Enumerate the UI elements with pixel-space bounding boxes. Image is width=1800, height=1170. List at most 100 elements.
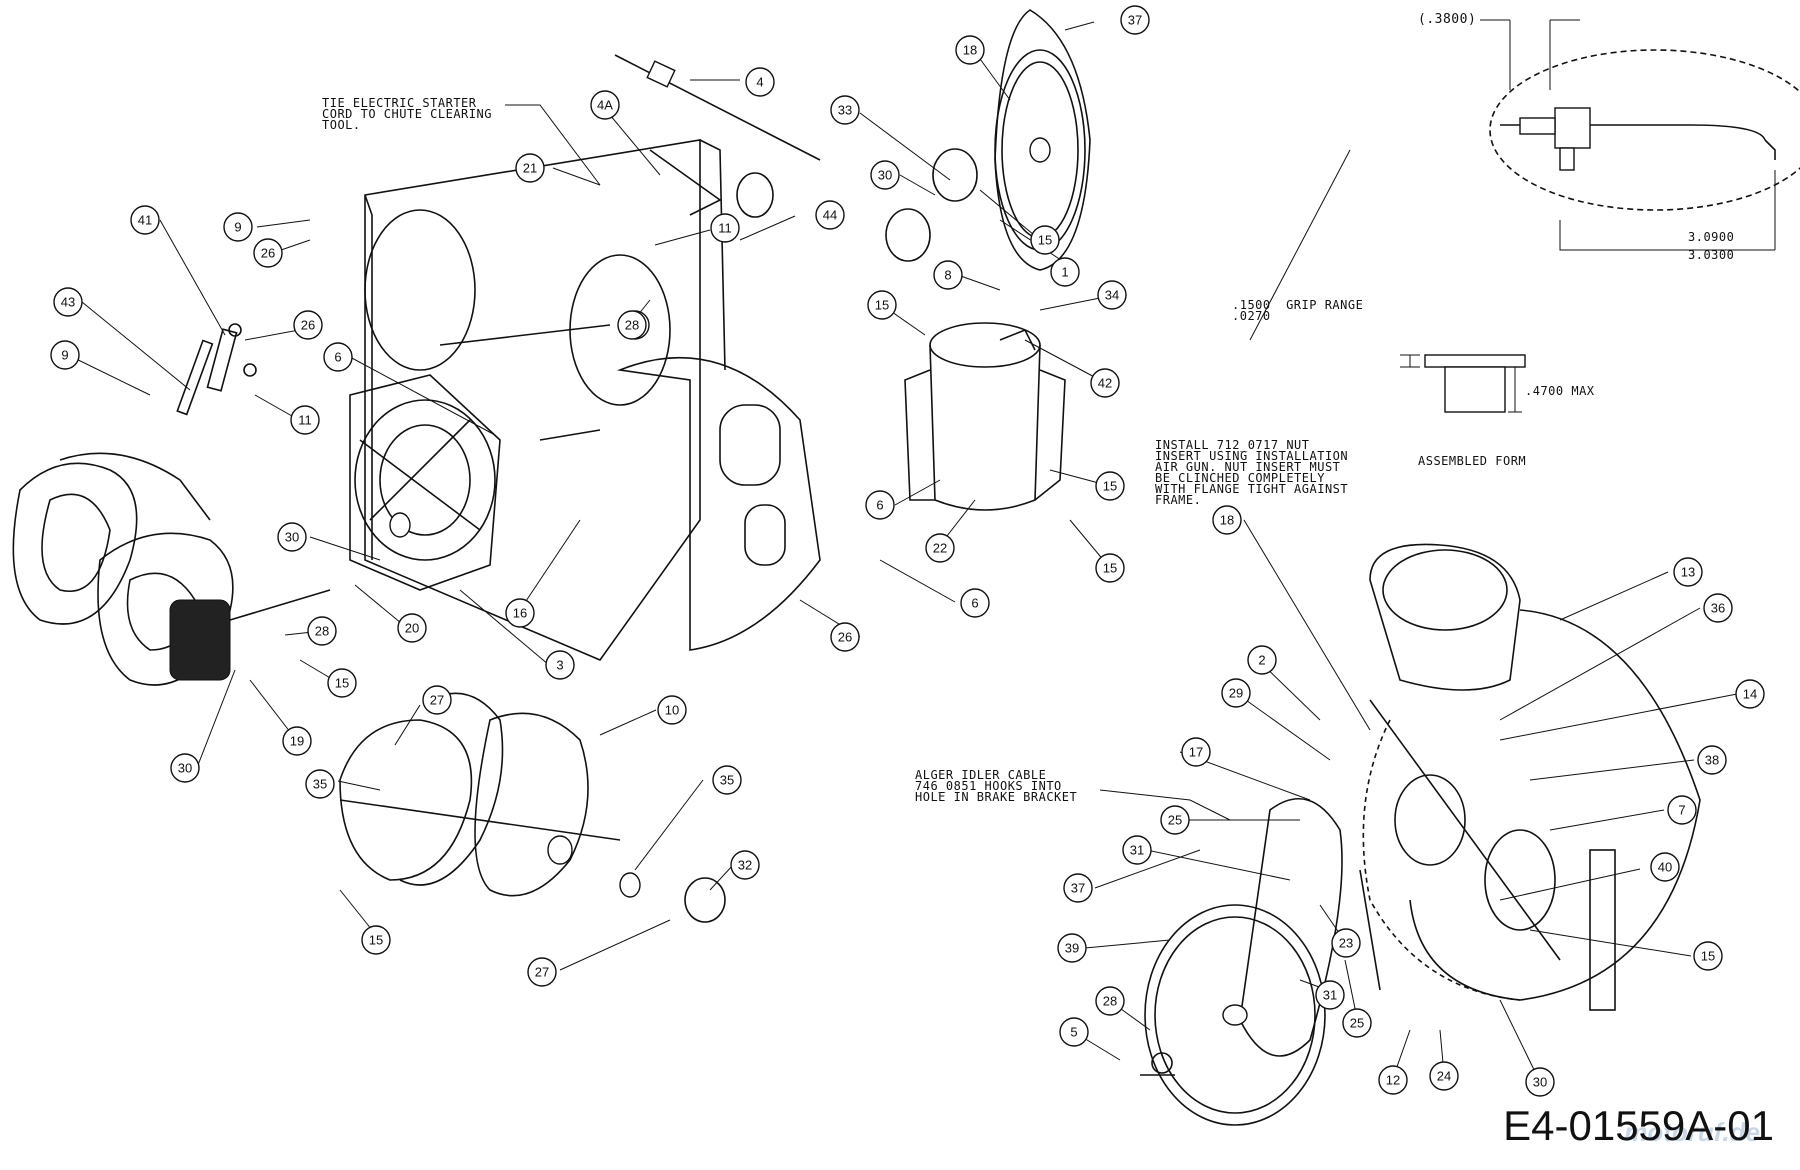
callout-2: 2 — [1247, 645, 1277, 675]
callout-30-auger: 30 — [170, 753, 200, 783]
callout-15-top-circle — [1030, 225, 1060, 255]
callout-4: 4 — [745, 67, 775, 97]
callout-13-label: 13 — [1681, 565, 1695, 580]
callout-25-bottom-circle — [1342, 1008, 1372, 1038]
callout-32-label: 32 — [738, 858, 752, 873]
callout-23-circle — [1331, 928, 1361, 958]
callout-23-label: 23 — [1339, 936, 1353, 951]
callout-12: 12 — [1378, 1065, 1408, 1095]
watermark: motoruf.de — [1624, 1117, 1760, 1147]
callout-17: 17 — [1181, 737, 1211, 767]
callout-30-top: 30 — [870, 160, 900, 190]
pulley-top — [885, 9, 1091, 271]
callout-30-auger-label: 30 — [178, 761, 192, 776]
callout-15-chute-right-circle — [1095, 471, 1125, 501]
callout-10: 10 — [657, 695, 687, 725]
callout-27-mid: 27 — [422, 685, 452, 715]
callout-7-circle — [1667, 795, 1697, 825]
callout-26-housing: 26 — [830, 622, 860, 652]
callout-20: 20 — [397, 613, 427, 643]
callout-29-label: 29 — [1229, 686, 1243, 701]
callout-44-circle — [815, 200, 845, 230]
callout-13: 13 — [1673, 557, 1703, 587]
callout-31-top-label: 31 — [1130, 843, 1144, 858]
callout-31-bottom-circle — [1315, 980, 1345, 1010]
callout-30-bottom-circle — [1525, 1067, 1555, 1097]
callout-12-label: 12 — [1386, 1073, 1400, 1088]
note-dim-top: (.3800) — [1418, 12, 1477, 27]
callout-18-top-label: 18 — [963, 43, 977, 58]
callout-18-top: 18 — [955, 35, 985, 65]
callout-26-housing-label: 26 — [838, 630, 852, 645]
callout-15-right-label: 15 — [1701, 949, 1715, 964]
callout-11-mid: 11 — [290, 405, 320, 435]
callout-11-top-circle — [710, 213, 740, 243]
callout-24-circle — [1429, 1061, 1459, 1091]
callout-26-top: 26 — [253, 238, 283, 268]
callout-38-label: 38 — [1705, 753, 1719, 768]
callout-6-chute: 6 — [865, 490, 895, 520]
callout-19-circle — [282, 726, 312, 756]
callout-20-label: 20 — [405, 621, 419, 636]
callout-15-right-circle — [1693, 941, 1723, 971]
callout-9-top-label: 9 — [234, 220, 241, 235]
callout-17-circle — [1181, 737, 1211, 767]
callout-28-bottom-circle — [1095, 986, 1125, 1016]
callout-15-bottom-left: 15 — [361, 925, 391, 955]
callout-25-top-circle — [1160, 805, 1190, 835]
callout-16-label: 16 — [513, 606, 527, 621]
callout-31-top: 31 — [1122, 835, 1152, 865]
callout-15-bottom-left-label: 15 — [369, 933, 383, 948]
callout-22: 22 — [925, 533, 955, 563]
callout-35-right-circle — [712, 765, 742, 795]
callout-5-label: 5 — [1070, 1025, 1077, 1040]
callout-18-top-circle — [955, 35, 985, 65]
auger-right — [339, 692, 726, 923]
callout-31-bottom-label: 31 — [1323, 988, 1337, 1003]
note-grip-range: .1500 GRIP RANGE .0270 — [1232, 298, 1364, 323]
callout-31-bottom: 31 — [1315, 980, 1345, 1010]
callout-26-top-circle — [253, 238, 283, 268]
callout-15-chute-circle — [867, 290, 897, 320]
callout-41: 41 — [130, 205, 160, 235]
callout-29-circle — [1221, 678, 1251, 708]
callout-1-label: 1 — [1061, 265, 1068, 280]
callout-44-label: 44 — [823, 208, 837, 223]
callout-34-circle — [1097, 280, 1127, 310]
callout-30-mid-label: 30 — [285, 530, 299, 545]
callout-9-top: 9 — [223, 212, 253, 242]
right-frame-assembly — [1362, 543, 1701, 1011]
top-shaft — [614, 54, 821, 218]
callout-19: 19 — [282, 726, 312, 756]
callout-6-mid-label: 6 — [334, 350, 341, 365]
callout-42: 42 — [1090, 368, 1120, 398]
callout-30-auger-circle — [170, 753, 200, 783]
callout-35-mid: 35 — [305, 769, 335, 799]
callout-19-label: 19 — [290, 734, 304, 749]
callout-4a: 4A — [590, 90, 620, 120]
callout-30-top-label: 30 — [878, 168, 892, 183]
callout-7: 7 — [1667, 795, 1697, 825]
callout-40-circle — [1650, 852, 1680, 882]
callout-15-auger: 15 — [327, 668, 357, 698]
callout-27-mid-label: 27 — [430, 693, 444, 708]
callout-35-mid-circle — [305, 769, 335, 799]
callout-39-circle — [1057, 933, 1087, 963]
callout-27-bottom: 27 — [527, 957, 557, 987]
callout-39-label: 39 — [1065, 941, 1079, 956]
chute — [904, 322, 1066, 511]
callout-34: 34 — [1097, 280, 1127, 310]
callout-30-bottom: 30 — [1525, 1067, 1555, 1097]
callout-40: 40 — [1650, 852, 1680, 882]
callout-14-label: 14 — [1743, 687, 1757, 702]
callout-33: 33 — [830, 95, 860, 125]
callout-6-mid-circle — [323, 342, 353, 372]
callout-3-label: 3 — [556, 658, 563, 673]
callout-37-top-circle — [1120, 5, 1150, 35]
callout-6-housing-circle — [960, 588, 990, 618]
callout-29: 29 — [1221, 678, 1251, 708]
callout-40-label: 40 — [1658, 860, 1672, 875]
left-bracket — [176, 323, 257, 416]
callout-28-auger: 28 — [307, 616, 337, 646]
